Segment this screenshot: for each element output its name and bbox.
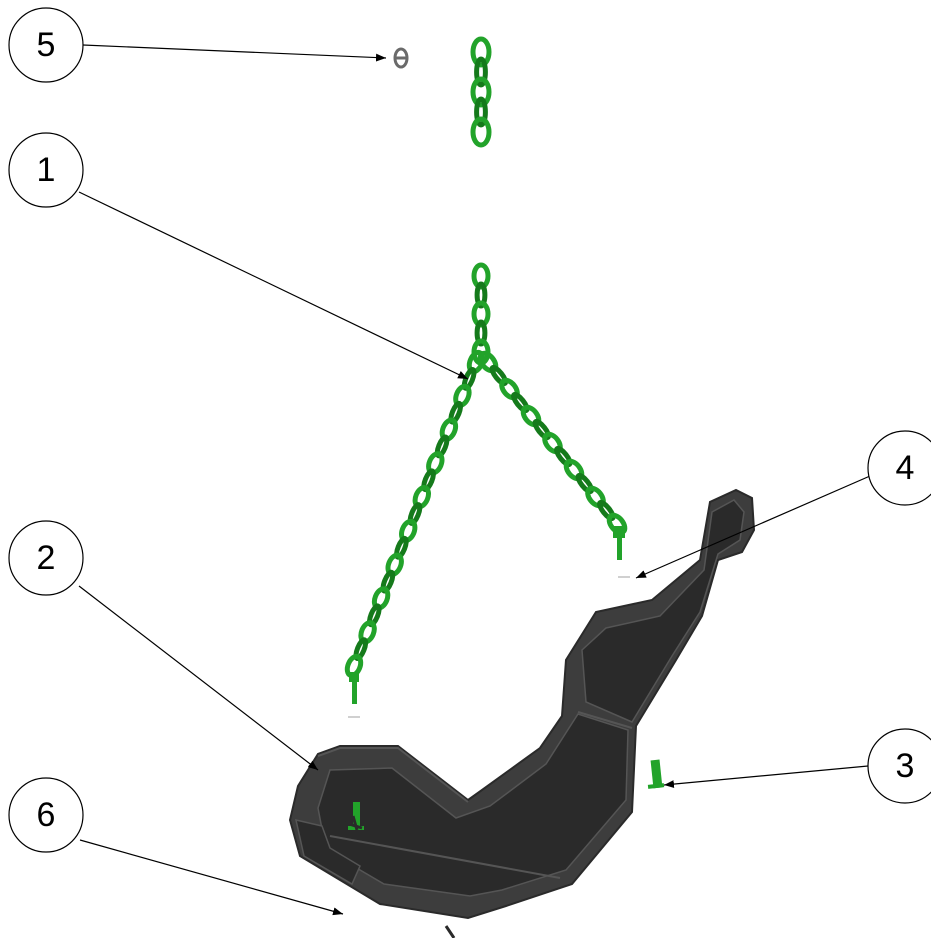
- shackle-left: [349, 672, 359, 704]
- sling-top-link: [474, 281, 488, 309]
- callout-6-label: 6: [37, 796, 56, 834]
- callout-4: 4: [867, 430, 931, 506]
- callout-2-label: 2: [37, 539, 56, 577]
- leader-line-3: [663, 765, 869, 789]
- callout-1-label: 1: [37, 151, 56, 189]
- callout-5-label: 5: [37, 26, 56, 64]
- leader-line-1: [78, 191, 469, 380]
- bottom-fastener: [335, 815, 456, 938]
- upper-chain-link: [474, 56, 488, 88]
- callout-2: 2: [8, 520, 84, 596]
- sling-right-link: [511, 391, 530, 414]
- chain-sling: [344, 262, 628, 679]
- leader-line-6: [79, 839, 344, 916]
- upper-chain-link: [474, 96, 488, 128]
- leader-line-5: [82, 44, 387, 62]
- upper-chain-link: [470, 116, 492, 148]
- seat-front-lip: [295, 819, 361, 886]
- seat-bucket-edge: [317, 747, 469, 803]
- swing-seat: [288, 488, 756, 920]
- callout-6: 6: [8, 777, 84, 853]
- seat-crease-lower: [329, 835, 561, 879]
- callout-5: 5: [8, 7, 84, 83]
- upper-chain-link: [470, 76, 492, 108]
- seat-crease-side: [577, 711, 633, 729]
- callout-1: 1: [8, 132, 84, 208]
- upper-chain-link: [470, 36, 492, 68]
- shackle-right: [613, 526, 625, 560]
- pin-right: [647, 759, 665, 789]
- sling-right-link: [532, 418, 552, 441]
- sling-right-link: [554, 445, 573, 468]
- sling-top-link: [474, 319, 488, 347]
- upper-chain-segment: [470, 36, 492, 148]
- sling-right-link: [489, 364, 509, 387]
- washer-right: [618, 576, 630, 578]
- washer-left: [348, 716, 360, 718]
- callout-4-label: 4: [896, 449, 915, 487]
- callout-3: 3: [867, 728, 931, 804]
- leader-line-4: [635, 475, 871, 579]
- seat-backrest-inner: [581, 499, 745, 723]
- sling-right-link: [575, 472, 595, 495]
- sling-right-link: [597, 499, 616, 522]
- callout-3-label: 3: [896, 747, 915, 785]
- connector-link: [393, 47, 409, 69]
- leader-line-2: [78, 585, 319, 771]
